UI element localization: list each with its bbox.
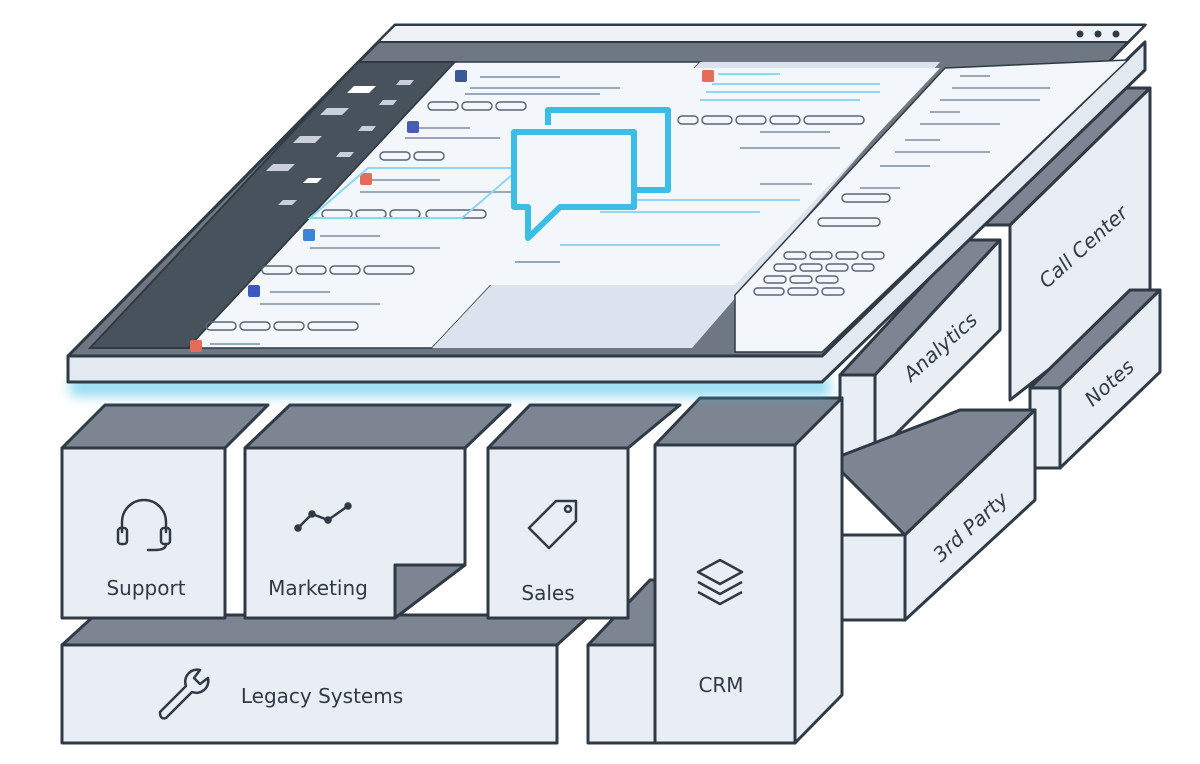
window-dot-icon[interactable] [1094,30,1102,38]
wrench-icon [158,668,210,720]
sales-label: Sales [521,581,574,605]
price-tag-icon [527,499,578,550]
block-sales [486,403,682,620]
conversation-lines [560,73,880,246]
email-icon [360,173,372,185]
feed-pills [205,101,527,331]
email-icon [190,340,202,352]
window-dot-icon[interactable] [1112,30,1120,38]
details-buttons[interactable] [753,193,891,296]
layers-icon [696,558,744,606]
block-legacy-systems [60,613,592,745]
crm-label: CRM [698,673,743,697]
email-icon [702,70,714,82]
block-support [60,403,270,620]
chat-icon [248,285,260,297]
inbox-icon [407,121,419,133]
chat-bubbles-icon [511,107,671,241]
facebook-icon [455,70,467,82]
details-column [734,59,1130,353]
block-marketing [243,403,512,620]
feed-rows [210,76,620,345]
block-crm [586,396,844,745]
conversation-pills [677,115,865,125]
window-title-bar [375,24,1148,43]
block-notes [1028,288,1162,470]
window-dot-icon[interactable] [1076,30,1084,38]
legacy-systems-label: Legacy Systems [241,684,403,708]
sidebar-nav [266,80,414,205]
block-third-party [828,408,1037,622]
details-lines [860,75,1050,189]
support-label: Support [106,576,185,600]
twitter-icon [303,229,315,241]
window-content [87,59,1130,353]
trend-line-icon [294,502,352,532]
headset-icon [116,498,172,552]
marketing-label: Marketing [268,576,368,600]
